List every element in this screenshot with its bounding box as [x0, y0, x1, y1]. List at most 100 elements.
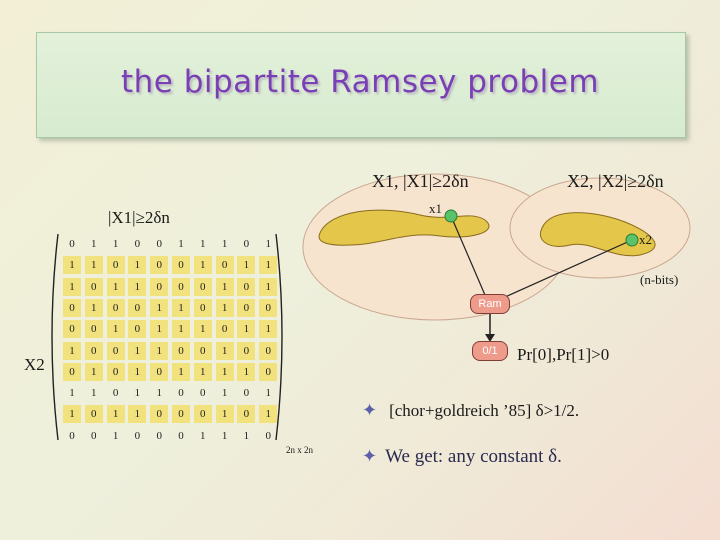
nbits-label: (n-bits) — [640, 272, 678, 288]
matrix-cell: 0 — [107, 384, 125, 402]
matrix-cell: 0 — [63, 363, 81, 381]
matrix-cell: 1 — [150, 384, 168, 402]
matrix-cell: 0 — [237, 299, 255, 317]
matrix-cell: 0 — [150, 427, 168, 445]
matrix-cell: 0 — [237, 278, 255, 296]
matrix-cell: 1 — [216, 427, 234, 445]
matrix-cell: 1 — [128, 256, 146, 274]
matrix-cell: 1 — [172, 320, 190, 338]
x1-size-label: |X1|≥2δn — [108, 208, 170, 228]
x1-point-label: x1 — [429, 201, 442, 217]
matrix-cell: 1 — [194, 427, 212, 445]
matrix-cell: 0 — [259, 363, 277, 381]
matrix-cell: 1 — [85, 299, 103, 317]
matrix-cell: 0 — [63, 235, 81, 253]
matrix-cell: 0 — [172, 342, 190, 360]
ram-label: Ram — [478, 298, 501, 310]
matrix-cell: 0 — [128, 320, 146, 338]
matrix-cell: 1 — [194, 256, 212, 274]
matrix-cell: 1 — [216, 384, 234, 402]
matrix-cell: 1 — [150, 320, 168, 338]
matrix-cell: 1 — [259, 278, 277, 296]
matrix-cell: 1 — [128, 384, 146, 402]
matrix-cell: 0 — [107, 299, 125, 317]
matrix-cell: 1 — [85, 384, 103, 402]
bullet-2-text: We get: any constant δ. — [385, 446, 562, 467]
matrix-cell: 1 — [128, 342, 146, 360]
x2-point-label: x2 — [639, 232, 652, 248]
output-box: 0/1 — [472, 341, 508, 361]
matrix-cell: 0 — [194, 384, 212, 402]
matrix-cell: 1 — [63, 342, 81, 360]
sparkle-icon: ✦ — [362, 400, 377, 420]
x2-set-label: X2, |X2|≥2δn — [567, 171, 664, 192]
matrix-cell: 1 — [216, 235, 234, 253]
matrix-cell: 0 — [216, 320, 234, 338]
matrix-cell: 1 — [85, 235, 103, 253]
matrix-cell: 0 — [259, 342, 277, 360]
bullet-1: ✦ [chor+goldreich ’85] δ>1/2. — [362, 400, 579, 421]
matrix-cell: 0 — [194, 342, 212, 360]
output-label: 0/1 — [482, 345, 497, 357]
matrix-cell: 1 — [237, 256, 255, 274]
matrix-cell: 1 — [237, 320, 255, 338]
matrix-cell: 1 — [107, 320, 125, 338]
matrix-cell: 1 — [172, 299, 190, 317]
matrix-cell: 0 — [172, 384, 190, 402]
matrix-cell: 1 — [85, 256, 103, 274]
matrix-cell: 1 — [216, 405, 234, 423]
matrix-cell: 0 — [150, 256, 168, 274]
matrix-cell: 1 — [150, 342, 168, 360]
matrix-cell: 0 — [237, 235, 255, 253]
matrix-cell: 0 — [194, 278, 212, 296]
matrix-cell: 1 — [128, 278, 146, 296]
bullet-1-text: [chor+goldreich ’85] δ>1/2. — [389, 401, 579, 420]
x2-point — [626, 234, 638, 246]
matrix-cell: 1 — [63, 405, 81, 423]
matrix-cell: 1 — [107, 405, 125, 423]
matrix-cell: 0 — [85, 405, 103, 423]
matrix-cell: 0 — [194, 299, 212, 317]
matrix-cell: 1 — [107, 235, 125, 253]
matrix-cell: 0 — [150, 278, 168, 296]
matrix-cell: 0 — [107, 256, 125, 274]
x1-point — [445, 210, 457, 222]
matrix-cell: 1 — [194, 363, 212, 381]
matrix-cell: 0 — [85, 427, 103, 445]
matrix-cell: 0 — [107, 363, 125, 381]
matrix-cell: 0 — [128, 427, 146, 445]
matrix-cell: 0 — [150, 363, 168, 381]
x2-side-label: X2 — [24, 355, 45, 375]
x1-set-label: X1, |X1|≥2δn — [372, 171, 469, 192]
matrix-cell: 0 — [63, 427, 81, 445]
matrix-cell: 1 — [172, 363, 190, 381]
matrix-cell: 0 — [237, 384, 255, 402]
matrix-cell: 1 — [85, 363, 103, 381]
matrix-dimensions: 2n x 2n — [286, 445, 313, 455]
matrix-cell: 1 — [107, 278, 125, 296]
matrix-cell: 0 — [128, 299, 146, 317]
matrix-cell: 1 — [194, 320, 212, 338]
matrix-cell: 0 — [194, 405, 212, 423]
matrix-cell: 1 — [63, 256, 81, 274]
matrix-cell: 1 — [63, 278, 81, 296]
ram-box: Ram — [470, 294, 510, 314]
matrix-cell: 0 — [85, 320, 103, 338]
matrix-cell: 1 — [216, 299, 234, 317]
matrix-cell: 1 — [172, 235, 190, 253]
matrix-cell: 1 — [107, 427, 125, 445]
matrix-cell: 0 — [128, 235, 146, 253]
matrix-cell: 0 — [172, 256, 190, 274]
bullet-2: ✦ We get: any constant δ. — [362, 446, 562, 468]
matrix-cell: 0 — [172, 278, 190, 296]
matrix-cell: 1 — [216, 342, 234, 360]
matrix-cell: 1 — [259, 405, 277, 423]
matrix-left-bracket — [52, 234, 58, 440]
matrix-cell: 1 — [259, 384, 277, 402]
matrix-cell: 1 — [237, 427, 255, 445]
matrix-cell: 0 — [259, 427, 277, 445]
matrix-cell: 0 — [259, 299, 277, 317]
matrix-cell: 1 — [194, 235, 212, 253]
matrix-cell: 0 — [107, 342, 125, 360]
matrix-cell: 0 — [63, 299, 81, 317]
